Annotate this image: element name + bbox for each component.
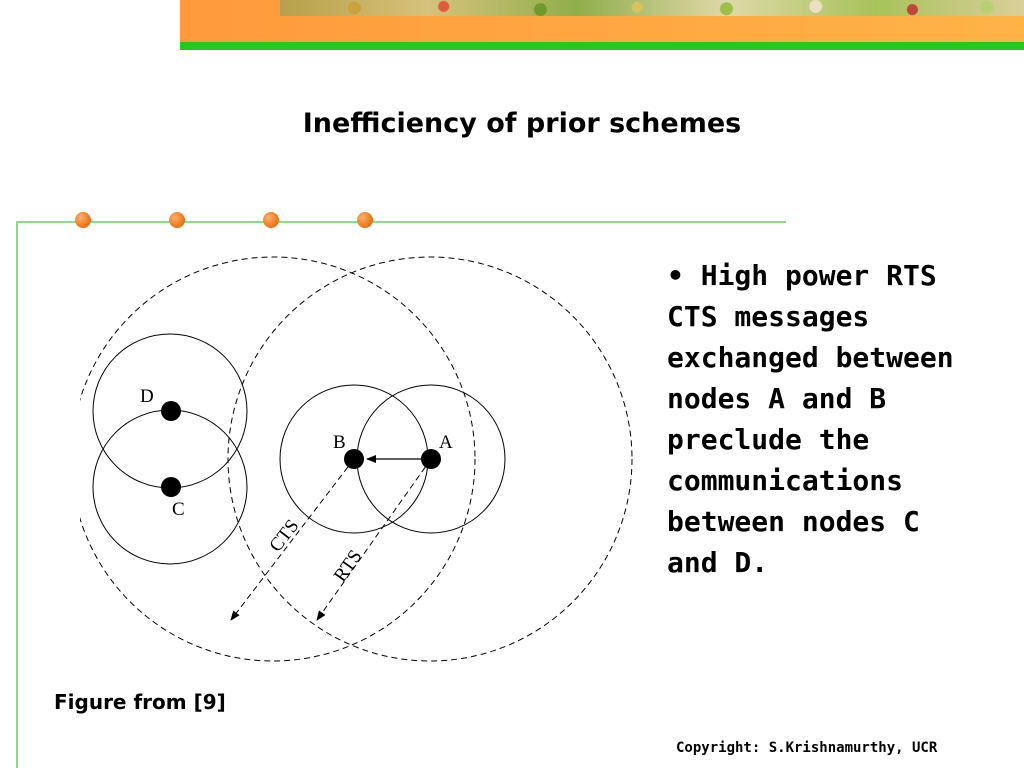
rts-cts-diagram: D C B A CTS RTS — [80, 256, 633, 662]
cts-range-circle — [80, 256, 476, 662]
decor-dot-4 — [357, 212, 373, 228]
decor-dot-2 — [169, 212, 185, 228]
node-b-label: B — [333, 432, 346, 453]
bullet-point: • High power RTS CTS messages exchanged … — [667, 259, 954, 579]
frame-top-line — [16, 221, 786, 223]
copyright-notice: Copyright: S.Krishnamurthy, UCR — [676, 740, 938, 756]
top-banner — [180, 0, 1024, 50]
rts-range-circle — [227, 256, 633, 662]
banner-photo-strip — [280, 0, 1024, 16]
node-d-label: D — [140, 386, 154, 407]
decor-dot-3 — [263, 212, 279, 228]
frame-left-line — [16, 221, 18, 768]
node-c — [161, 477, 181, 497]
node-c-label: C — [172, 499, 185, 520]
decor-dot-1 — [75, 212, 91, 228]
banner-green-stripe — [180, 42, 1024, 50]
figure-caption: Figure from [9] — [54, 690, 226, 714]
rts-label: RTS — [330, 546, 367, 586]
node-d — [161, 401, 181, 421]
cts-radius-arrow — [230, 458, 355, 621]
slide-title: Inefficiency of prior schemes — [302, 108, 742, 139]
rts-radius-arrow — [316, 458, 432, 621]
node-a-label: A — [439, 432, 453, 453]
cts-label: CTS — [265, 516, 303, 556]
